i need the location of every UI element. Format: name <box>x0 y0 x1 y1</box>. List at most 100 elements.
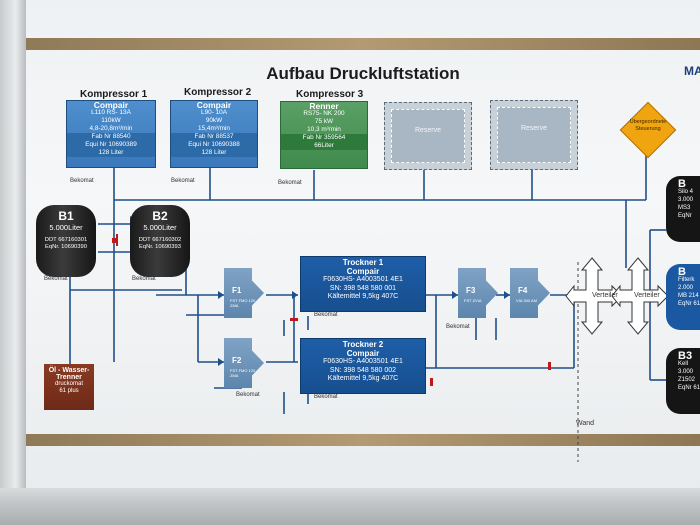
right-tank-1-l2: 3.000 <box>678 197 694 203</box>
dryer-2-model: F0630HS- A4003501 4E1 <box>323 358 403 365</box>
right-tank-2: B Filterk 2.000 MB 214 EqNr 61 <box>666 264 700 330</box>
right-tank-3-l3: Z1502 <box>678 377 696 383</box>
compressor-1-brand: Compair <box>93 100 129 110</box>
dryer-1-bekomat: Bekomat <box>314 312 338 318</box>
filter-f2-type: FST FMO 120 ZMA <box>230 368 256 378</box>
compressor-3-volume: 66Liter <box>281 142 367 150</box>
dryer-2-bekomat: Bekomat <box>314 394 338 400</box>
tank-b2-bekomat: Bekomat <box>132 276 156 282</box>
right-tank-3: B3 Kell 3.000 Z1502 EqNr 61 <box>666 348 700 414</box>
tank-b1: B1 5.000Liter DDT 667160301 EqNr. 106903… <box>36 205 96 277</box>
tank-b2-eq: EqNr. 10690393 <box>139 244 181 250</box>
tank-b1-ddt: DDT 667160301 <box>44 237 88 243</box>
right-tank-2-l3: MB 214 <box>678 293 699 299</box>
compressor-2-volume: 128 Liter <box>171 149 257 157</box>
reserve-label-2: Reserve <box>497 107 571 163</box>
compressor-3-power: 75 kW <box>314 118 334 125</box>
right-tank-3-l1: Kell <box>678 361 689 367</box>
verteiler-1-label: Verteiler <box>592 292 618 299</box>
dryer-2: Trockner 2 Compair F0630HS- A4003501 4E1… <box>300 338 426 394</box>
poster: Aufbau Druckluftstation MA Kompressor 1 … <box>26 0 700 490</box>
band-bottom <box>26 434 700 446</box>
dryer-1-sn: SN: 398 548 580 001 <box>329 284 397 292</box>
reserve-slot-2: Reserve <box>490 100 578 170</box>
compressor-3-brand: Renner <box>309 101 339 111</box>
right-tank-3-l2: 3.000 <box>678 369 694 375</box>
oil-water-separator: Öl - Wasser- Trenner druckomat 61 plus <box>44 364 94 410</box>
compressor-3: Renner RS75- NK 200 75 kW 10,3 m³/min Fa… <box>280 101 368 169</box>
compressor-2-power: 90kW <box>205 117 223 124</box>
compressor-3-bekomat: Bekomat <box>278 180 302 186</box>
tank-b2: B2 5.000Liter DDT 667160302 EqNr. 106903… <box>130 205 190 277</box>
tank-b1-bekomat: Bekomat <box>44 276 68 282</box>
dryer-2-title: Trockner 2 <box>342 340 384 349</box>
right-tank-1-l1: Silo 4 <box>678 189 694 195</box>
dryer-1-kaelte: Kältemittel 9,5kg 407C <box>327 293 399 300</box>
frame-bottom <box>0 488 700 525</box>
tank-b2-name: B2 <box>152 209 168 223</box>
right-tank-2-l1: Filterk <box>678 277 695 283</box>
compressor-2-equi: Equi Nr 10690388 <box>171 141 257 149</box>
right-tank-2-l4: EqNr 61 <box>678 301 700 307</box>
reserve-label-1: Reserve <box>391 109 465 163</box>
dryer-2-kaelte: Kältemittel 9,5kg 407C <box>327 375 399 382</box>
right-tank-2-l2: 2.000 <box>678 285 694 291</box>
wall-label: Wand <box>576 420 595 427</box>
right-tank-2-name: B <box>678 266 686 278</box>
reserve-slot-1: Reserve <box>384 102 472 170</box>
compressor-2-brand: Compair <box>196 100 232 110</box>
right-tank-3-name: B3 <box>678 350 693 362</box>
compressor-1-power: 110kW <box>101 117 121 124</box>
dryer-1: Trockner 1 Compair F0630HS- A4003501 4E1… <box>300 256 426 312</box>
filter-f2-bekomat: Bekomat <box>236 392 260 398</box>
compressor-3-model: RS75- NK 200 <box>303 110 345 117</box>
tank-b2-ddt: DDT 667160302 <box>138 237 182 243</box>
dryer-2-brand: Compair <box>346 348 380 358</box>
compressor-1-flow: 4,8-20,8m³/min <box>89 125 133 132</box>
compressor-2-bekomat: Bekomat <box>171 178 195 184</box>
compressor-1-volume: 128 Liter <box>67 149 155 157</box>
compressor-2-model: L90- 10A <box>201 109 227 116</box>
dryer-1-model: F0630HS- A4003501 4E1 <box>323 276 403 283</box>
oil-line-3: druckomat <box>54 381 83 387</box>
tank-b1-name: B1 <box>58 209 74 223</box>
band-top <box>26 38 700 50</box>
dryer-1-brand: Compair <box>346 266 380 276</box>
compressor-1-model: L110 RS- 13A <box>91 109 131 116</box>
compressor-2-fab: Fab Nr 88537 <box>171 133 257 141</box>
page-title: Aufbau Druckluftstation <box>266 64 460 83</box>
filter-f3-type: FST ZVIA <box>464 298 482 303</box>
compressor-3-fab: Fab Nr 359564 <box>281 134 367 142</box>
oil-line-2: Trenner <box>56 374 82 381</box>
compressor-3-label: Kompressor 3 <box>296 89 364 100</box>
filter-f3-name: F3 <box>466 286 476 295</box>
compressor-2-flow: 15,4m³/min <box>198 125 230 132</box>
compressor-1-bekomat: Bekomat <box>70 178 94 184</box>
filter-f3-bekomat: Bekomat <box>446 324 470 330</box>
right-tank-3-l4: EqNr 61 <box>678 385 700 391</box>
compressor-1: Compair L110 RS- 13A 110kW 4,8-20,8m³/mi… <box>66 100 156 168</box>
compressor-1-fab: Fab Nr 88540 <box>67 133 155 141</box>
controller-label: Übergeordnete Steuerung <box>629 119 667 132</box>
compressor-3-flow: 10,3 m³/min <box>307 126 341 133</box>
oil-line-4: 61 plus <box>59 388 79 394</box>
filter-f1-type: FST FMO 120 ZMA <box>230 298 256 308</box>
dryer-2-sn: SN: 398 548 580 002 <box>329 366 397 374</box>
brand-logo: MA <box>684 64 700 78</box>
right-tank-1-l3: MS3 <box>678 205 691 211</box>
tank-b1-eq: EqNr. 10690390 <box>45 244 87 250</box>
right-tank-1: B Silo 4 3.000 MS3 EqNr <box>666 176 700 242</box>
right-tank-1-name: B <box>678 178 686 190</box>
compressor-2: Compair L90- 10A 90kW 15,4m³/min Fab Nr … <box>170 100 258 168</box>
compressor-2-label: Kompressor 2 <box>184 87 252 98</box>
right-tank-1-l4: EqNr <box>678 213 692 219</box>
frame-left <box>0 0 26 525</box>
tank-b2-volume: 5.000Liter <box>143 223 177 232</box>
dryer-1-title: Trockner 1 <box>342 258 384 267</box>
filter-f1-name: F1 <box>232 286 242 295</box>
filter-f4-type: VIA 300 AM <box>516 298 537 303</box>
filter-f2-name: F2 <box>232 356 242 365</box>
oil-line-1: Öl - Wasser- <box>48 367 90 374</box>
filter-f4-name: F4 <box>518 286 528 295</box>
compressor-1-label: Kompressor 1 <box>80 89 148 100</box>
